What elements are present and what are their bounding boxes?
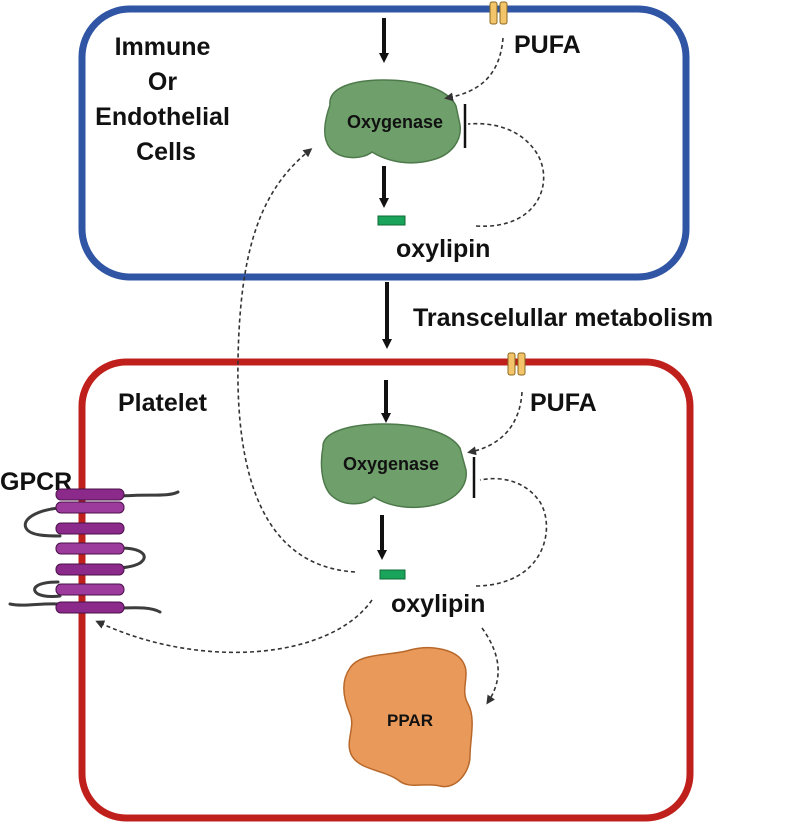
ppar-label: PPAR [387, 711, 433, 730]
bottom-feedback-loop [475, 477, 548, 587]
bottom-pufa-label: PUFA [530, 389, 597, 417]
top-cell-label: Immune Or Endothelial Cells [95, 33, 237, 166]
gpcr-icon [8, 488, 180, 614]
oxylipin-to-gpcr-arrow [95, 599, 373, 654]
oxygenase-enzyme-icon [320, 423, 467, 509]
top-enzyme-label: Oxygenase [347, 112, 443, 132]
top-pufa-label: PUFA [514, 31, 581, 59]
oxylipin-to-ppar-arrow [481, 627, 499, 705]
transfer-label: Transcelullar metabolism [413, 304, 713, 332]
top-oxylipin-marker [377, 215, 406, 226]
bottom-oxylipin-marker [379, 569, 406, 580]
top-pufa-to-enzyme-arrow [444, 37, 504, 102]
pufa-channel-icon [489, 1, 508, 25]
ppar-icon [343, 646, 473, 788]
bottom-oxylipin-label: oxylipin [391, 590, 485, 618]
oxygenase-enzyme-icon [324, 79, 461, 164]
bottom-enzyme-label: Oxygenase [343, 454, 439, 474]
oxylipin-to-top-enzyme-arrow [237, 148, 356, 573]
platelet-label: Platelet [118, 389, 208, 417]
top-oxylipin-label: oxylipin [396, 235, 490, 263]
pufa-channel-icon [507, 352, 526, 376]
bottom-pufa-to-enzyme-arrow [467, 391, 523, 456]
top-feedback-loop [467, 122, 545, 227]
